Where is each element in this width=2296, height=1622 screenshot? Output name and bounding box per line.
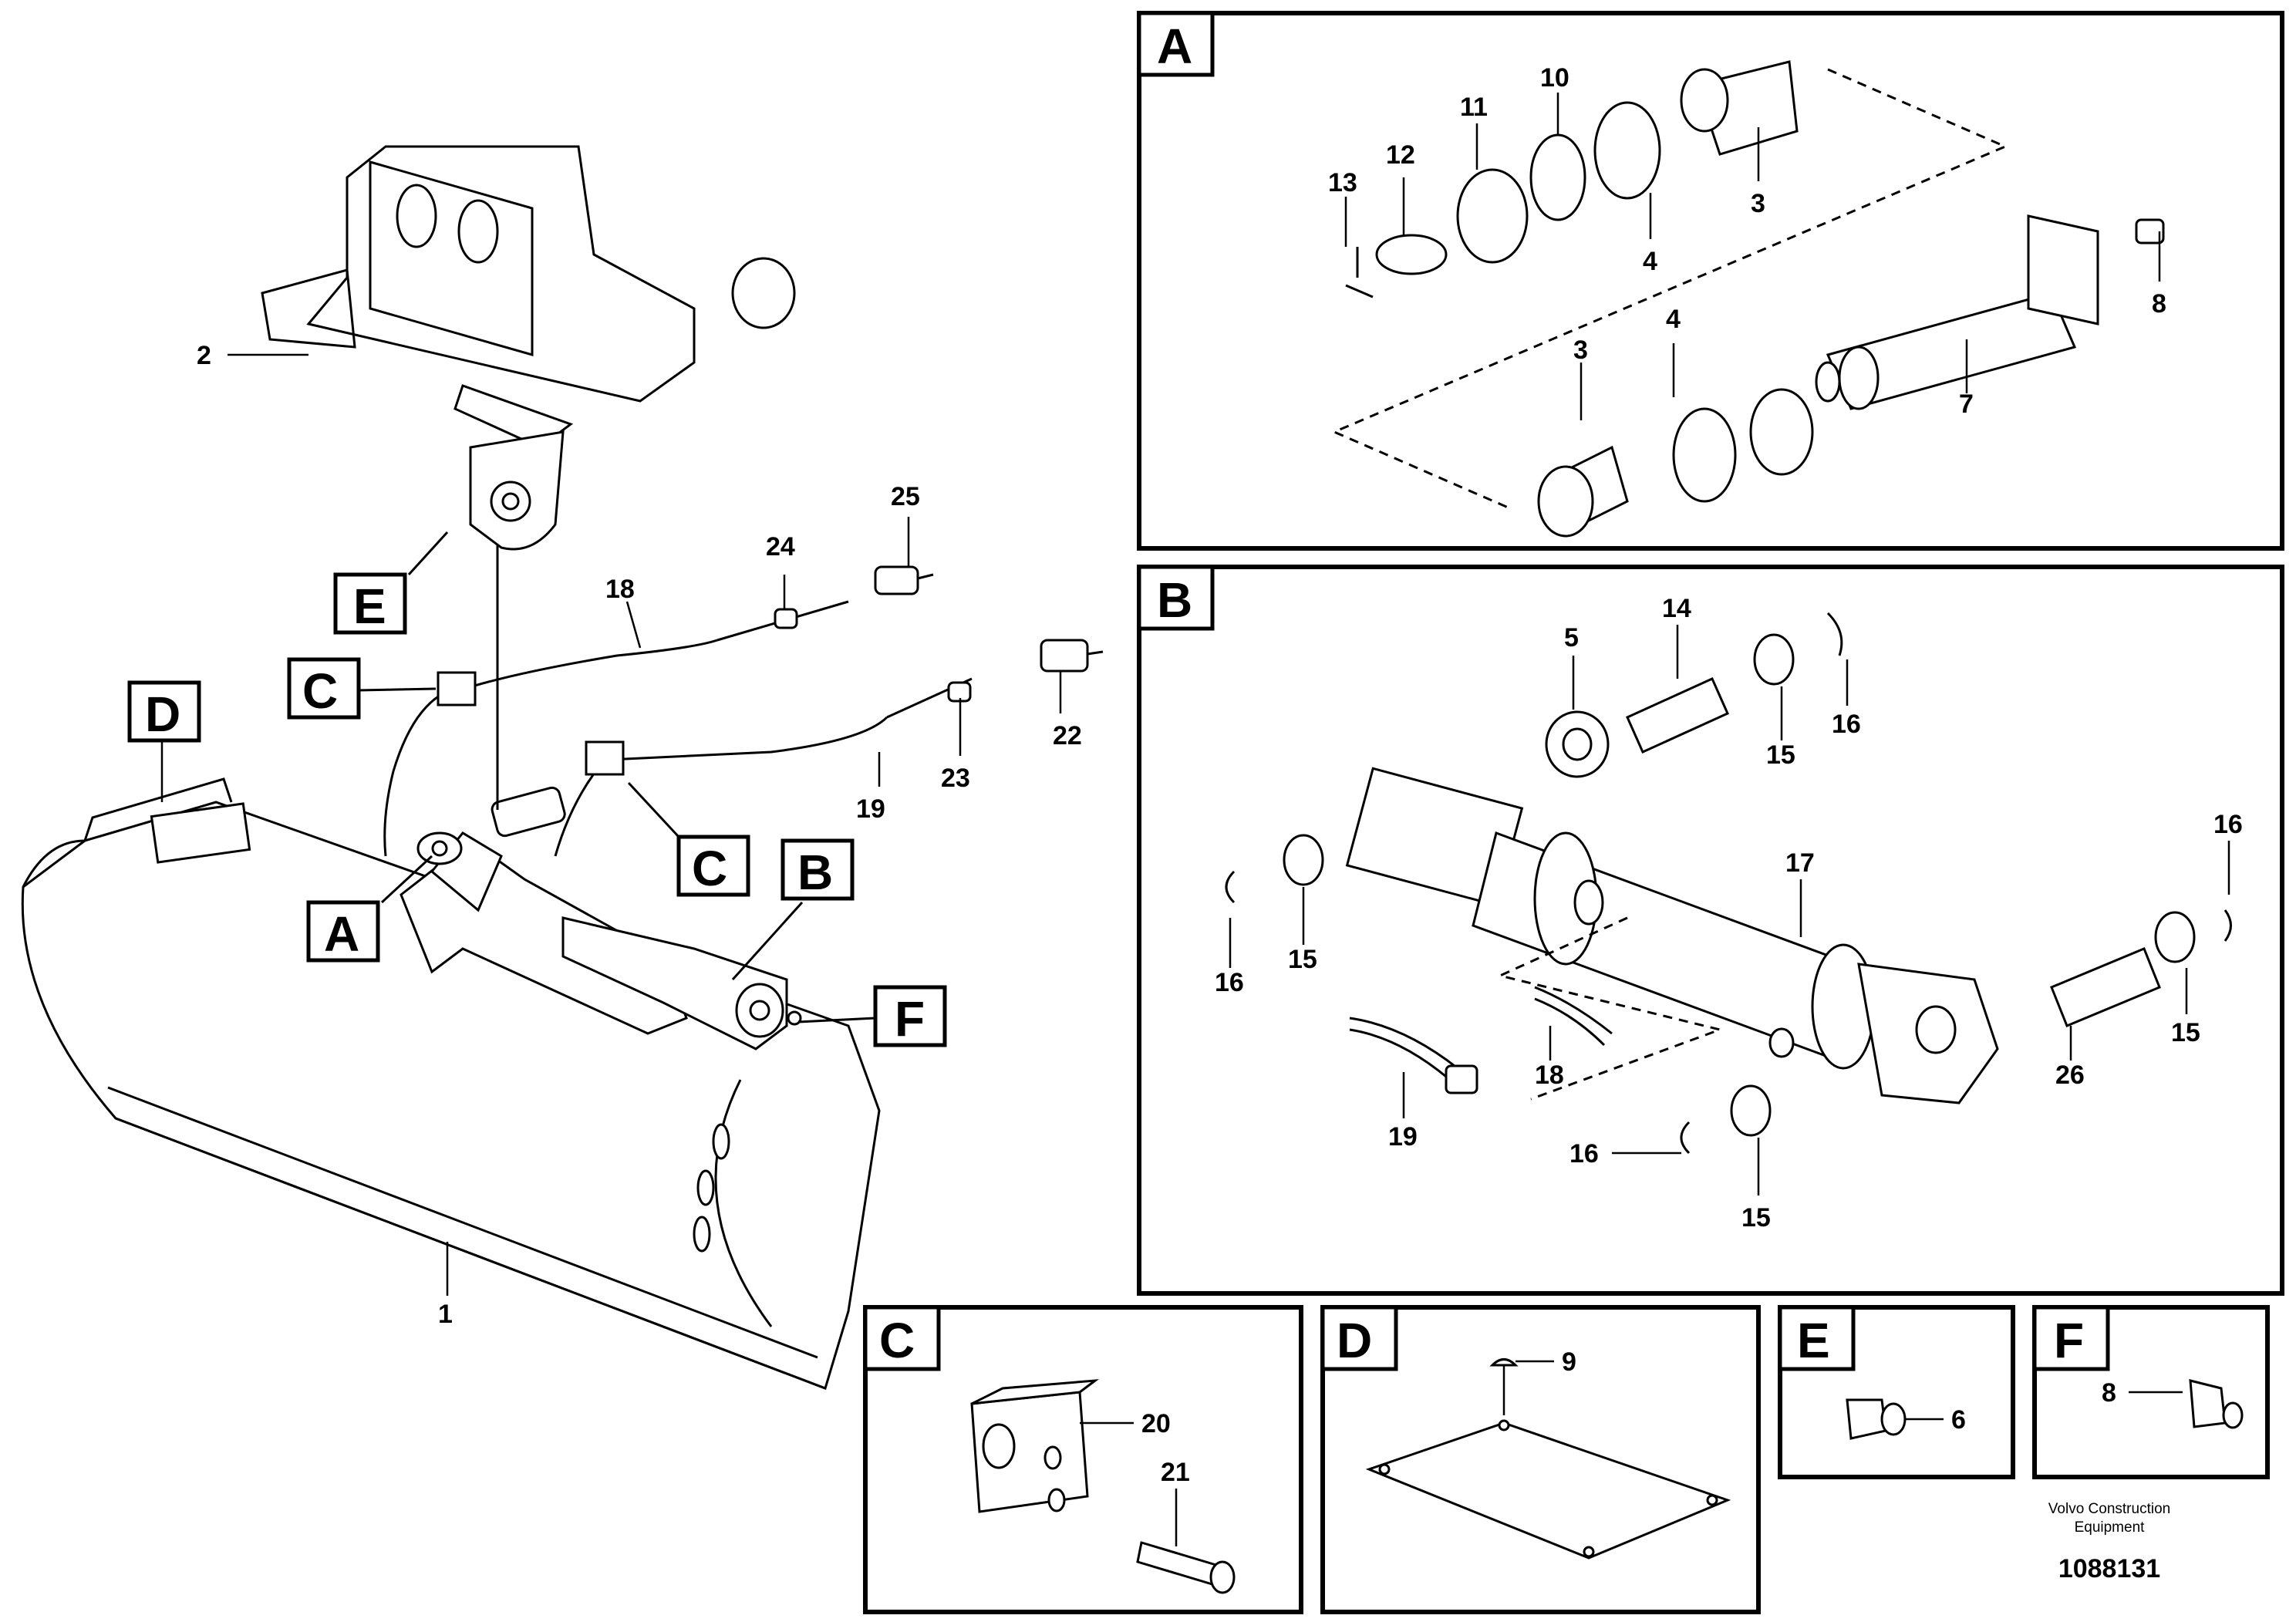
doc-number: 1088131	[2058, 1554, 2160, 1583]
callout-11: 11	[1460, 93, 1488, 122]
callout-6: 6	[1951, 1405, 1966, 1435]
tag-F: F	[895, 991, 925, 1047]
detail-D-tag: D	[1337, 1313, 1372, 1368]
callout-8-A: 8	[2152, 289, 2166, 319]
footer: Volvo Construction Equipment 1088131	[2048, 1501, 2170, 1583]
callout-16-bottom: 16	[1569, 1139, 1599, 1168]
callout-23: 23	[941, 764, 970, 793]
tag-B: B	[797, 845, 833, 900]
tag-C-upper: C	[302, 663, 338, 719]
tag-C-lower: C	[692, 841, 727, 896]
callout-2: 2	[197, 341, 211, 370]
callout-15-left: 15	[1288, 945, 1317, 974]
callout-4-lower: 4	[1666, 305, 1681, 334]
detail-E-tag: E	[1797, 1313, 1830, 1368]
bucket-bracket-drawing	[400, 540, 802, 1050]
callout-18-main: 18	[605, 575, 635, 604]
callout-16-left: 16	[1215, 968, 1244, 997]
callout-21: 21	[1161, 1458, 1190, 1487]
detail-B-callouts: 5 14 15 16 17 18 19 16 15 16 15 15 26 16	[1215, 594, 2243, 1233]
detail-A-leaders	[1344, 93, 2161, 420]
detail-C: C 20 21	[863, 1305, 1303, 1614]
callout-3-upper: 3	[1751, 189, 1765, 218]
callout-8-F: 8	[2102, 1378, 2116, 1408]
callout-9: 9	[1562, 1347, 1576, 1377]
detail-A-callouts: 13 12 11 10 4 3 8 7 4 3	[1328, 63, 2166, 419]
callout-18-B: 18	[1535, 1061, 1564, 1090]
tag-D: D	[145, 686, 180, 742]
main-callouts: 2 1 18 19 24 25 23 22	[197, 341, 1082, 1329]
callout-19-B: 19	[1388, 1122, 1418, 1152]
main-tags: E C D C B A F	[127, 572, 947, 1047]
callout-10: 10	[1540, 63, 1569, 93]
detail-B-tag: B	[1157, 572, 1192, 628]
callout-17: 17	[1785, 848, 1815, 878]
callout-12: 12	[1386, 140, 1415, 170]
callout-1: 1	[438, 1300, 453, 1329]
callout-4-upper: 4	[1643, 247, 1657, 276]
main-assembly: 2 1 18 19 24 25 23 22 E C D C B A F	[21, 145, 1104, 1390]
quick-coupler-drawing	[261, 145, 796, 551]
brand-line-2: Equipment	[2075, 1519, 2146, 1536]
callout-13: 13	[1328, 168, 1357, 197]
callout-24: 24	[766, 532, 795, 561]
main-leader-lines	[160, 353, 1062, 1296]
callout-14: 14	[1662, 594, 1691, 623]
brand-line-1: Volvo Construction	[2048, 1501, 2170, 1517]
detail-F: F 8	[2032, 1305, 2270, 1479]
callout-20: 20	[1141, 1409, 1171, 1438]
detail-D: D 9	[1320, 1305, 1761, 1614]
callout-16-right: 16	[2213, 810, 2243, 839]
callout-16-top: 16	[1832, 710, 1861, 739]
detail-A: A	[1137, 11, 2284, 551]
detail-B: B	[1137, 565, 2284, 1296]
callout-22: 22	[1053, 721, 1082, 750]
callout-7: 7	[1959, 389, 1974, 419]
tag-A: A	[324, 906, 359, 962]
callout-15-right: 15	[2171, 1018, 2200, 1047]
callout-15-bottom: 15	[1741, 1203, 1771, 1233]
hose-drawing	[383, 565, 1104, 857]
detail-A-tag: A	[1157, 19, 1192, 74]
tag-E: E	[353, 578, 386, 634]
detail-E: E 6	[1778, 1305, 2015, 1479]
detail-F-tag: F	[2054, 1313, 2084, 1368]
bucket-drawing	[21, 777, 881, 1390]
callout-26: 26	[2055, 1061, 2085, 1090]
callout-3-lower: 3	[1573, 336, 1588, 365]
callout-25: 25	[891, 482, 920, 511]
callout-15-top: 15	[1766, 740, 1795, 770]
callout-19-main: 19	[856, 794, 885, 824]
callout-5: 5	[1564, 623, 1579, 653]
detail-C-tag: C	[879, 1313, 915, 1368]
detail-B-leaders	[1229, 625, 2230, 1195]
